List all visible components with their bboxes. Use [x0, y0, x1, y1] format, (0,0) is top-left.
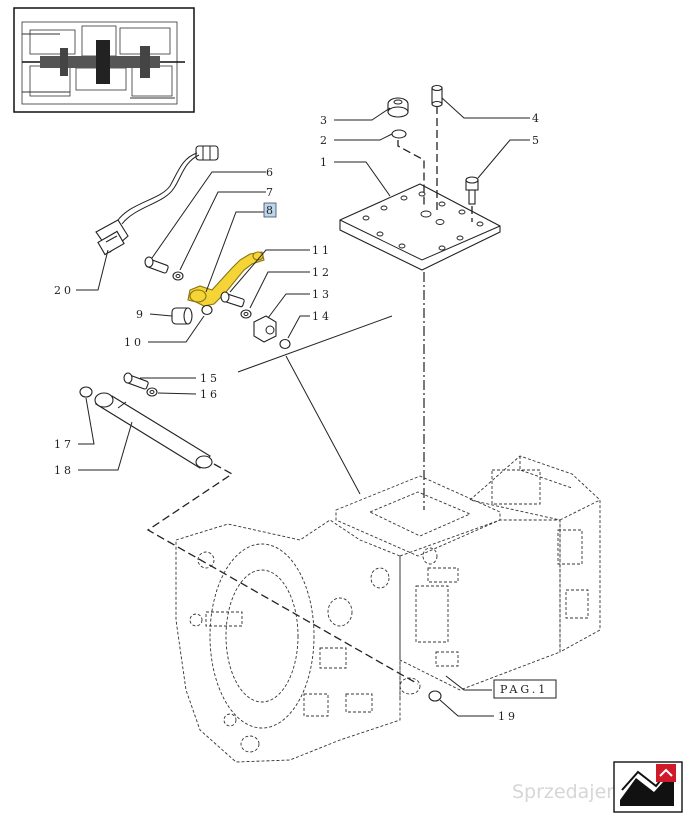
- part-10-oring: [201, 304, 213, 316]
- part-4-dowel-pin: [431, 84, 443, 108]
- part-2-seal-ring: [391, 129, 407, 139]
- callout-3: 3: [320, 114, 330, 127]
- part-18-shaft: [94, 392, 213, 469]
- callout-8: 8: [266, 204, 276, 217]
- leader-lines: [76, 97, 530, 717]
- part-7-washer: [172, 271, 184, 281]
- part-5-screw: [465, 176, 479, 205]
- callout-labels: 1 2 3 4 5 6 7 8 9 10 11 12 13 14 15 16 1…: [54, 112, 542, 723]
- part-1-cover-plate: [339, 183, 501, 271]
- callout-15: 15: [200, 372, 220, 385]
- callout-10: 10: [124, 336, 144, 349]
- locator-thumbnail: [13, 7, 195, 113]
- callout-6: 6: [266, 166, 276, 179]
- part-12-washer: [240, 309, 252, 319]
- callout-19: 19: [498, 710, 518, 723]
- page-reference: PAG.1: [493, 679, 557, 699]
- callout-11: 11: [312, 244, 332, 257]
- callout-7: 7: [266, 186, 276, 199]
- callout-18: 18: [54, 464, 74, 477]
- part-8-lever-highlighted: [187, 251, 265, 307]
- part-19-oring: [428, 690, 442, 702]
- callout-8-highlight-box: [263, 202, 277, 218]
- part-6-screw: [144, 256, 169, 274]
- callout-4: 4: [532, 112, 542, 125]
- part-3-plug: [387, 97, 409, 118]
- part-16-washer: [146, 387, 158, 397]
- part-20-sensor-cable: [95, 145, 219, 256]
- callout-20: 20: [54, 284, 74, 297]
- callout-9: 9: [136, 308, 146, 321]
- part-15-screw: [123, 372, 149, 390]
- callout-13: 13: [312, 288, 332, 301]
- callout-2: 2: [320, 134, 330, 147]
- part-13-pivot-block: [253, 315, 277, 343]
- brand-logo-badge: [656, 764, 676, 782]
- callout-1: 1: [320, 156, 330, 169]
- callout-5: 5: [532, 134, 542, 147]
- page-reference-label: PAG.1: [500, 683, 548, 696]
- callout-17: 17: [54, 438, 74, 451]
- callout-14: 14: [312, 310, 332, 323]
- part-14-oring: [279, 338, 291, 350]
- part-11-bolt: [220, 291, 245, 308]
- assembly-lines: [146, 106, 473, 685]
- callout-16: 16: [200, 388, 220, 401]
- part-17-oring: [79, 386, 93, 398]
- callout-12: 12: [312, 266, 332, 279]
- transmission-housing: [175, 455, 601, 763]
- part-9-bushing: [171, 307, 193, 325]
- brand-logo: [613, 761, 683, 813]
